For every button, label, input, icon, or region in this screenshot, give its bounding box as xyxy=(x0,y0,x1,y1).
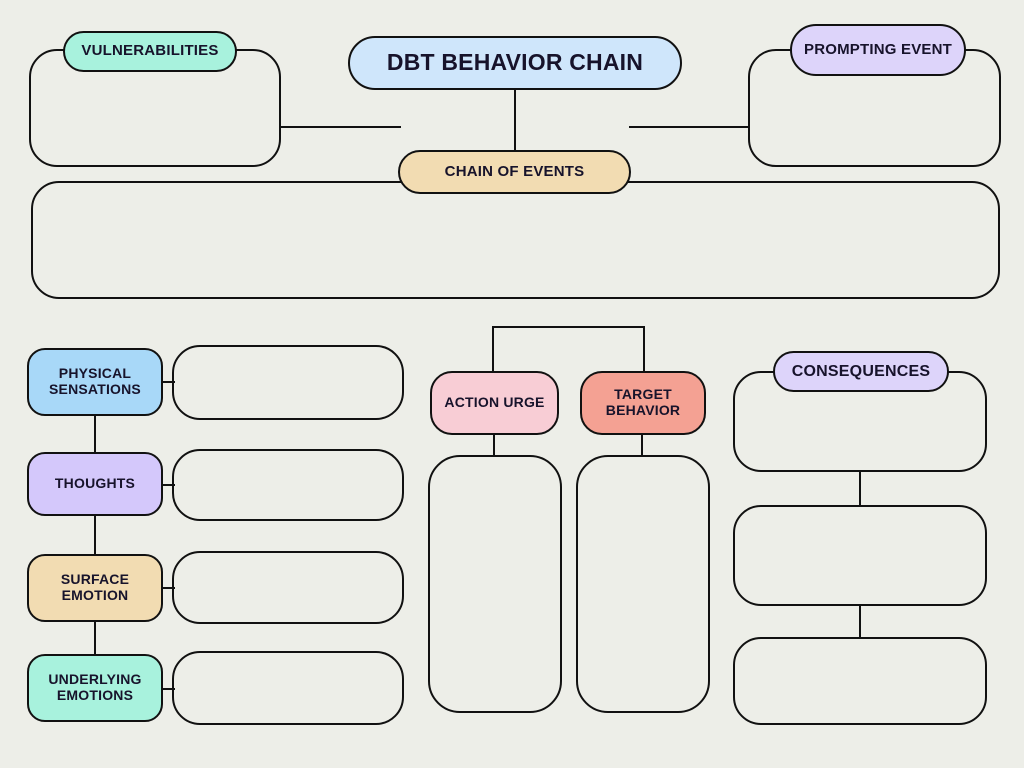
consequence-field-2[interactable] xyxy=(733,505,987,606)
connector-bracket-top xyxy=(492,326,645,329)
connector-thoughts-to-surface xyxy=(94,514,97,556)
physical-sensations-field[interactable] xyxy=(172,345,404,420)
connector-physical-to-field xyxy=(160,381,175,384)
connector-bracket-left xyxy=(492,326,495,373)
connector-target-behavior-to-field xyxy=(641,433,644,457)
connector-consequence-2-to-3 xyxy=(859,604,862,639)
underlying-emotions-label: UNDERLYING EMOTIONS xyxy=(27,654,163,722)
chain-of-events-field[interactable] xyxy=(31,181,1000,299)
connector-action-urge-to-field xyxy=(493,433,496,457)
connector-bracket-right xyxy=(643,326,646,373)
connector-prompting-to-chain xyxy=(629,126,749,129)
page-title: DBT BEHAVIOR CHAIN xyxy=(348,36,682,90)
connector-thoughts-to-field xyxy=(160,484,175,487)
action-urge-label: ACTION URGE xyxy=(430,371,559,435)
connector-physical-to-thoughts xyxy=(94,414,97,454)
vulnerabilities-label: VULNERABILITIES xyxy=(63,31,237,72)
consequences-label: CONSEQUENCES xyxy=(773,351,949,392)
action-urge-field[interactable] xyxy=(428,455,562,713)
thoughts-label: THOUGHTS xyxy=(27,452,163,516)
physical-sensations-label: PHYSICAL SENSATIONS xyxy=(27,348,163,416)
underlying-emotions-field[interactable] xyxy=(172,651,404,725)
target-behavior-field[interactable] xyxy=(576,455,710,713)
connector-title-to-chain xyxy=(514,90,517,152)
surface-emotion-field[interactable] xyxy=(172,551,404,624)
connector-underlying-to-field xyxy=(160,688,175,691)
consequence-field-3[interactable] xyxy=(733,637,987,725)
connector-vulnerabilities-to-chain xyxy=(281,126,401,129)
target-behavior-label: TARGET BEHAVIOR xyxy=(580,371,706,435)
connector-surface-to-field xyxy=(160,587,175,590)
connector-surface-to-underlying xyxy=(94,620,97,656)
surface-emotion-label: SURFACE EMOTION xyxy=(27,554,163,622)
thoughts-field[interactable] xyxy=(172,449,404,521)
connector-consequence-1-to-2 xyxy=(859,470,862,507)
prompting-event-label: PROMPTING EVENT xyxy=(790,24,966,76)
chain-of-events-label: CHAIN OF EVENTS xyxy=(398,150,631,194)
